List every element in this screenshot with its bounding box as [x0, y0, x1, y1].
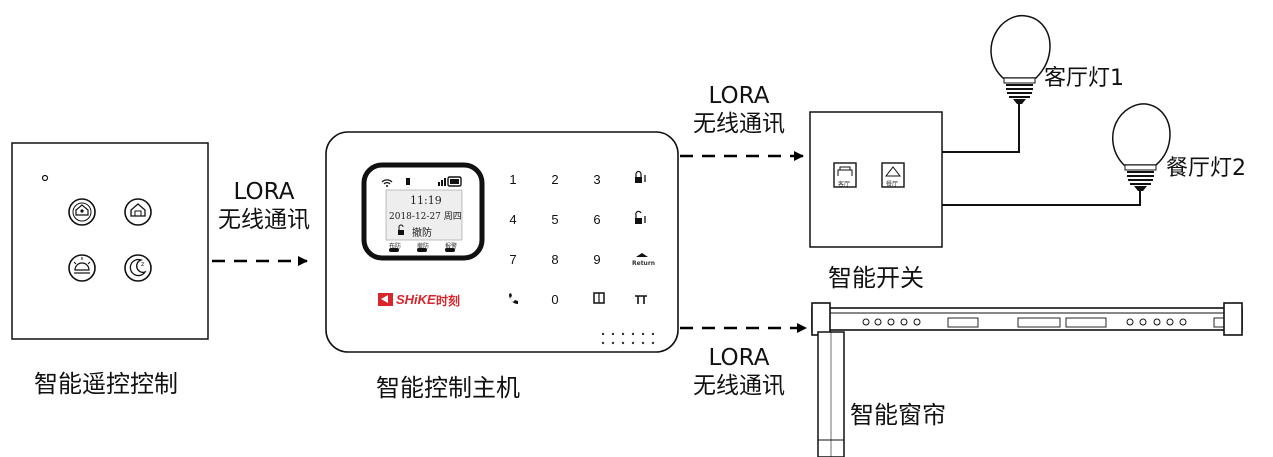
keypad-key: 7 [509, 252, 517, 267]
link-protocol-label: LORA [233, 179, 295, 205]
link-type-label: 无线通讯 [218, 207, 310, 233]
screen-status: 撤防 [412, 228, 432, 239]
light-scene-icon [68, 254, 96, 282]
remote-caption: 智能遥控控制 [34, 370, 178, 398]
switch-button-dining [881, 162, 905, 188]
switch-panel [809, 111, 943, 248]
speaker-grille [601, 332, 655, 345]
return-key-label: Return [632, 260, 656, 267]
soft-key-label-alarm: 报警 [445, 243, 458, 250]
soft-key-label-disarm: 撤防 [417, 243, 430, 250]
switch-button-living [833, 162, 857, 188]
away-scene-icon [124, 198, 152, 226]
keypad-key: 3 [593, 172, 601, 187]
wire-lamp-1 [942, 102, 1020, 153]
keypad-key: 0 [551, 292, 559, 307]
brand-name: SHiKE [396, 292, 436, 307]
bulb-icon [1111, 103, 1171, 191]
brand-name-cn: 时刻 [436, 294, 461, 308]
keypad-key: 5 [551, 212, 559, 227]
keypad-key: 1 [509, 172, 517, 187]
svg-text:z: z [141, 261, 144, 268]
keypad-key: 9 [593, 252, 601, 267]
link-type-label: 无线通讯 [693, 373, 785, 399]
home-scene-icon [68, 198, 96, 226]
screen-date: 2018-12-27 周四 [389, 212, 462, 222]
brand-logo [378, 293, 393, 306]
sleep-scene-icon: z [124, 254, 152, 282]
link-protocol-label: LORA [708, 345, 770, 371]
lamp-label: 客厅灯1 [1044, 66, 1124, 91]
link-protocol-label: LORA [708, 83, 770, 109]
function-keys [509, 170, 648, 304]
keypad-key: 6 [593, 212, 601, 227]
switch-button-label: 餐厅 [886, 181, 899, 188]
lcd-screen [361, 162, 485, 261]
curtain-caption: 智能窗帘 [850, 401, 946, 429]
switch-button-label: 客厅 [838, 181, 851, 188]
bulb-icon [990, 14, 1051, 104]
soft-key-label-arm: 布防 [389, 243, 402, 250]
controller-caption: 智能控制主机 [376, 374, 520, 402]
link-label-remote-controller: LORA 无线通讯 [205, 178, 323, 234]
keypad-key: 4 [509, 212, 517, 227]
curtain-motor [817, 331, 845, 457]
wire-lamp-2 [942, 190, 1141, 206]
keypad-key: 8 [551, 252, 559, 267]
keypad-key: 2 [551, 172, 559, 187]
curtain-track [811, 302, 1243, 336]
link-label-controller-curtain: LORA 无线通讯 [680, 344, 798, 400]
link-label-controller-switch: LORA 无线通讯 [680, 82, 798, 138]
lamp-label: 餐厅灯2 [1166, 156, 1246, 181]
remote-panel [11, 142, 209, 340]
link-type-label: 无线通讯 [693, 111, 785, 137]
screen-time: 11:19 [410, 194, 442, 207]
switch-caption: 智能开关 [828, 264, 924, 292]
